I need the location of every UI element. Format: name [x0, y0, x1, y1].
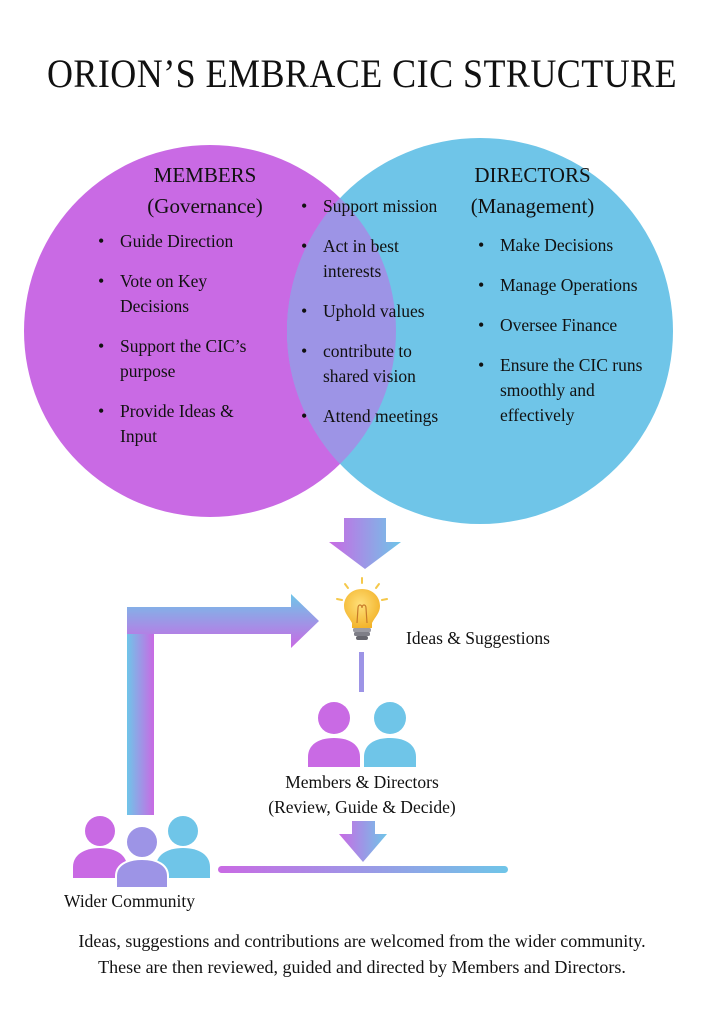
shared-item: Attend meetings	[299, 404, 439, 429]
directors-item: Oversee Finance	[476, 313, 646, 338]
members-list: Guide Direction Vote on Key Decisions Su…	[96, 229, 266, 464]
connector-line	[359, 652, 364, 692]
wider-community-label: Wider Community	[64, 891, 196, 911]
members-item: Guide Direction	[96, 229, 266, 254]
members-directors-sublabel: (Review, Guide & Decide)	[268, 797, 456, 817]
directors-item: Make Decisions	[476, 233, 646, 258]
members-heading: MEMBERS	[153, 163, 257, 187]
footer-line-2: These are then reviewed, guided and dire…	[98, 957, 626, 977]
members-section: MEMBERS (Governance)	[120, 160, 290, 222]
members-subheading: (Governance)	[147, 194, 263, 218]
directors-subheading: (Management)	[470, 194, 595, 218]
members-item: Vote on Key Decisions	[96, 269, 266, 319]
directors-section: DIRECTORS (Management)	[450, 160, 615, 222]
arrow-down-small-icon	[339, 821, 387, 862]
community-to-ideas-arrow	[127, 594, 319, 815]
lightbulb-icon	[336, 577, 388, 640]
directors-item: Manage Operations	[476, 273, 646, 298]
members-item: Support the CIC’s purpose	[96, 334, 266, 384]
footer-note: Ideas, suggestions and contributions are…	[0, 928, 724, 980]
directors-item: Ensure the CIC runs smoothly and effecti…	[476, 353, 646, 428]
page-title: ORION’S EMBRACE CIC STRUCTURE	[46, 51, 678, 96]
footer-line-1: Ideas, suggestions and contributions are…	[78, 931, 646, 951]
shared-item: Act in best interests	[299, 234, 439, 284]
community-feedback-bar	[218, 866, 508, 873]
members-directors-label: Members & Directors	[285, 772, 439, 792]
members-item: Provide Ideas & Input	[96, 399, 266, 449]
shared-item: Support mission	[299, 194, 439, 219]
ideas-suggestions-label: Ideas & Suggestions	[406, 628, 550, 648]
members-directors-people-icon	[308, 702, 416, 767]
directors-list: Make Decisions Manage Operations Oversee…	[476, 233, 646, 443]
shared-item: Uphold values	[299, 299, 439, 324]
shared-list: Support mission Act in best interests Up…	[299, 194, 439, 444]
directors-heading: DIRECTORS	[474, 163, 591, 187]
shared-item: contribute to shared vision	[299, 339, 439, 389]
wider-community-icon	[73, 816, 210, 889]
arrow-down-icon	[329, 518, 401, 569]
